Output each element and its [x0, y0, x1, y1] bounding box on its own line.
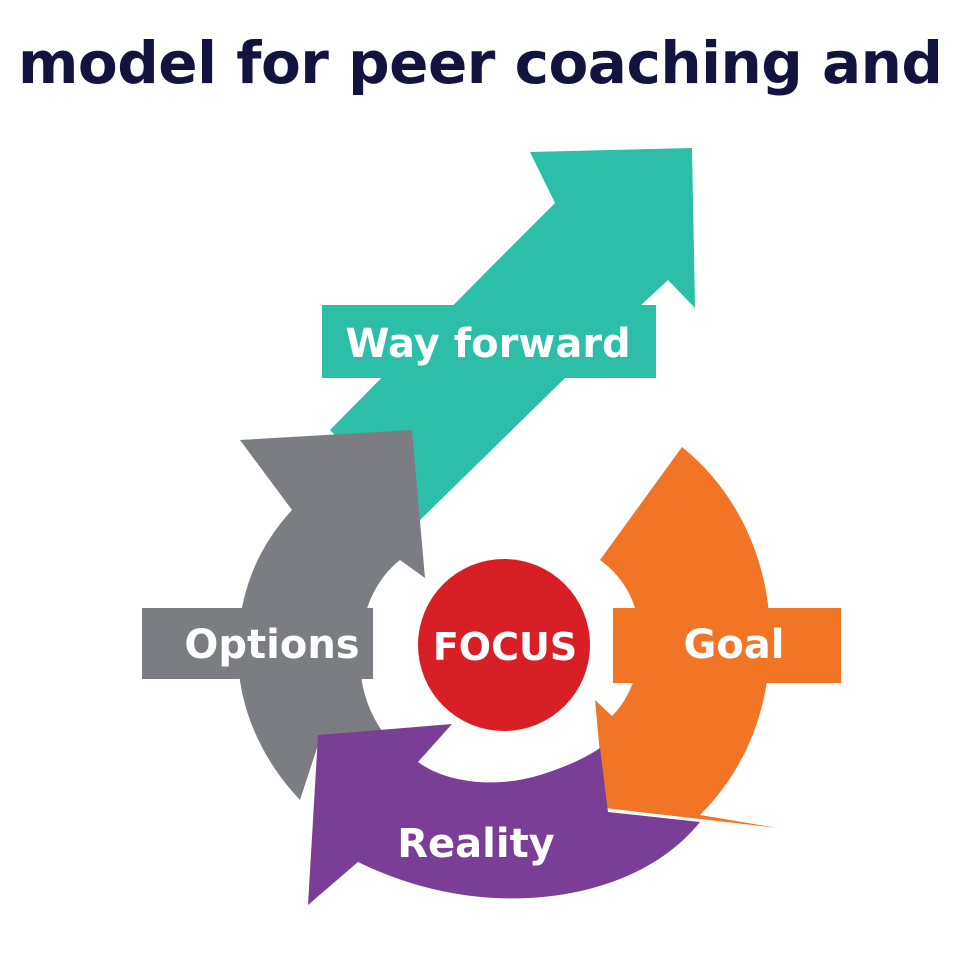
- focus-label: FOCUS: [433, 625, 577, 669]
- options-label-box: [142, 608, 373, 679]
- goal-arrow: Goal: [595, 447, 841, 828]
- reality-arrow: Reality: [308, 724, 700, 905]
- page-title: model for peer coaching and: [18, 29, 943, 97]
- options-label: Options: [184, 622, 359, 668]
- way-forward-arrow: Way forward: [322, 148, 695, 522]
- way-forward-label-box: [322, 305, 656, 378]
- goal-label: Goal: [683, 622, 784, 668]
- options-arrow: Options: [142, 430, 425, 800]
- focus-center: FOCUS: [418, 559, 590, 731]
- focus-circle: [418, 559, 590, 731]
- goal-label-box: [613, 608, 841, 683]
- reality-label: Reality: [397, 821, 555, 867]
- way-forward-label: Way forward: [345, 321, 630, 367]
- reality-arrow-body: [308, 724, 700, 905]
